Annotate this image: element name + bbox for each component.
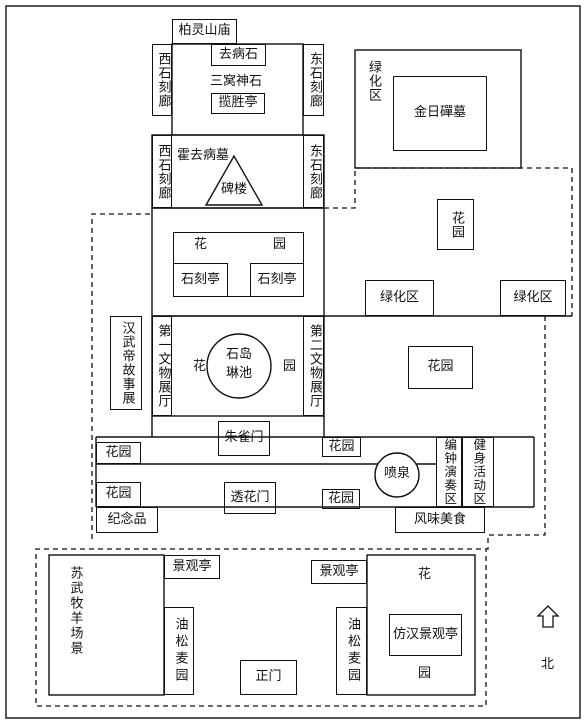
east-gallery-top: 东石刻廊 [303, 44, 324, 116]
south-right-garden [366, 554, 476, 696]
garden-center-hua: 花 [194, 237, 208, 252]
food-label: 风味美食 [413, 511, 466, 527]
south-yuan-label: 园 [418, 666, 432, 681]
jinri-tomb-box: 金日磾墓 [393, 76, 487, 151]
view-pavilion-left-box: 景观亭 [164, 555, 220, 579]
garden-d-label: 花园 [327, 490, 354, 506]
garden-small-label: 花园 [448, 210, 464, 239]
stele-tower-label: 碑楼 [221, 182, 248, 197]
main-gate-box[interactable]: 正门 [240, 660, 297, 695]
lansheng-pavilion-box: 揽胜亭 [211, 93, 265, 114]
pine-garden-left-label: 油松麦园 [172, 617, 188, 685]
pine-garden-left-box: 油松麦园 [164, 607, 194, 695]
garden-center-box [173, 232, 304, 297]
lansheng-pavilion-label: 揽胜亭 [218, 95, 258, 111]
souvenir-box: 纪念品 [96, 507, 158, 533]
pine-garden-right-label: 油松麦园 [344, 617, 360, 685]
han-story-box: 汉武帝故事展 [110, 316, 142, 410]
garden-a-box: 花园 [96, 442, 141, 464]
pool-circle [206, 333, 272, 399]
garden-b-box: 花园 [322, 437, 361, 457]
stone-pavilion-right-box: 石刻亭 [250, 263, 304, 297]
garden-right-box: 花园 [408, 346, 473, 389]
pool-yuan-label: 园 [283, 359, 297, 374]
hall-2-box: 第二文物展厅 [303, 316, 324, 416]
fitness-area-label: 健身活动区 [471, 438, 487, 506]
han-story-label: 汉武帝故事展 [119, 321, 135, 405]
fitness-area-box: 健身活动区 [462, 437, 494, 507]
souvenir-label: 纪念品 [107, 511, 147, 527]
map-frame [5, 5, 581, 719]
suwu-scene-label: 苏武牧羊场景 [67, 566, 83, 656]
west-gallery-bottom-label: 西石刻廊 [155, 143, 171, 200]
pool-hua-label: 花 [193, 359, 207, 374]
green-area-mid-label: 绿化区 [379, 289, 419, 305]
west-gallery-bottom: 西石刻廊 [152, 135, 172, 208]
bailing-temple-label: 柏灵山庙 [178, 23, 231, 39]
east-gallery-top-label: 东石刻廊 [306, 52, 322, 108]
stone-pavilion-left-box: 石刻亭 [173, 263, 228, 297]
north-label: 北 [541, 657, 555, 672]
green-area-mid-box: 绿化区 [365, 280, 434, 316]
zhuque-gate-box[interactable]: 朱雀门 [218, 421, 270, 456]
hall-1-box: 第一文物展厅 [152, 316, 172, 416]
garden-center-yuan: 园 [273, 237, 287, 252]
sanwo-stone-label: 三窝神石 [210, 74, 263, 89]
stone-pavilion-right-label: 石刻亭 [257, 271, 297, 287]
quxingbing-stone-label: 去病石 [218, 46, 258, 62]
garden-b-label: 花园 [328, 438, 355, 454]
stone-pavilion-left-label: 石刻亭 [180, 271, 220, 287]
west-gallery-top-label: 西石刻廊 [155, 52, 171, 108]
green-area-top-label: 绿化区 [365, 60, 381, 102]
garden-d-box: 花园 [322, 489, 360, 509]
huo-tomb-label: 霍去病墓 [177, 148, 230, 163]
south-hua-label: 花 [418, 567, 432, 582]
garden-small-box: 花园 [437, 199, 474, 250]
view-pavilion-right-box: 景观亭 [311, 560, 367, 584]
fountain-label: 喷泉 [384, 466, 411, 481]
garden-right-label: 花园 [427, 359, 454, 375]
main-gate-label: 正门 [255, 669, 282, 685]
bailing-temple-box: 柏灵山庙 [172, 19, 237, 44]
garden-a-label: 花园 [105, 444, 132, 460]
hall-2-label: 第二文物展厅 [306, 324, 322, 408]
pine-garden-right-box: 油松麦园 [336, 607, 367, 695]
pool-name-label: 石岛琳池 [225, 347, 252, 381]
east-gallery-bottom-label: 东石刻廊 [306, 143, 322, 200]
west-gallery-top: 西石刻廊 [152, 44, 172, 116]
quxingbing-stone-box: 去病石 [211, 44, 266, 66]
view-pavilion-right-label: 景观亭 [319, 563, 359, 579]
green-area-right-box: 绿化区 [500, 280, 566, 316]
fanghan-pavilion-label: 仿汉景观亭 [392, 626, 458, 642]
garden-c-box: 花园 [96, 482, 141, 507]
food-box: 风味美食 [395, 507, 485, 533]
zhuque-gate-label: 朱雀门 [224, 430, 264, 446]
park-boundary-dashed [35, 167, 573, 707]
stele-tower-triangle [204, 154, 264, 206]
fanghan-pavilion-box: 仿汉景观亭 [389, 614, 462, 656]
east-gallery-bottom: 东石刻廊 [303, 135, 324, 208]
touhua-gate-box[interactable]: 透花门 [224, 482, 276, 514]
north-arrow-icon [536, 605, 560, 628]
chime-area-box: 编钟演奏区 [436, 437, 462, 507]
garden-c-label: 花园 [105, 486, 132, 502]
view-pavilion-left-label: 景观亭 [172, 558, 212, 574]
jinri-tomb-label: 金日磾墓 [413, 105, 466, 121]
hall-1-label: 第一文物展厅 [155, 324, 171, 408]
chime-area-label: 编钟演奏区 [442, 438, 458, 506]
fountain-circle [374, 452, 420, 498]
green-area-right-label: 绿化区 [513, 289, 553, 305]
touhua-gate-label: 透花门 [230, 489, 270, 505]
